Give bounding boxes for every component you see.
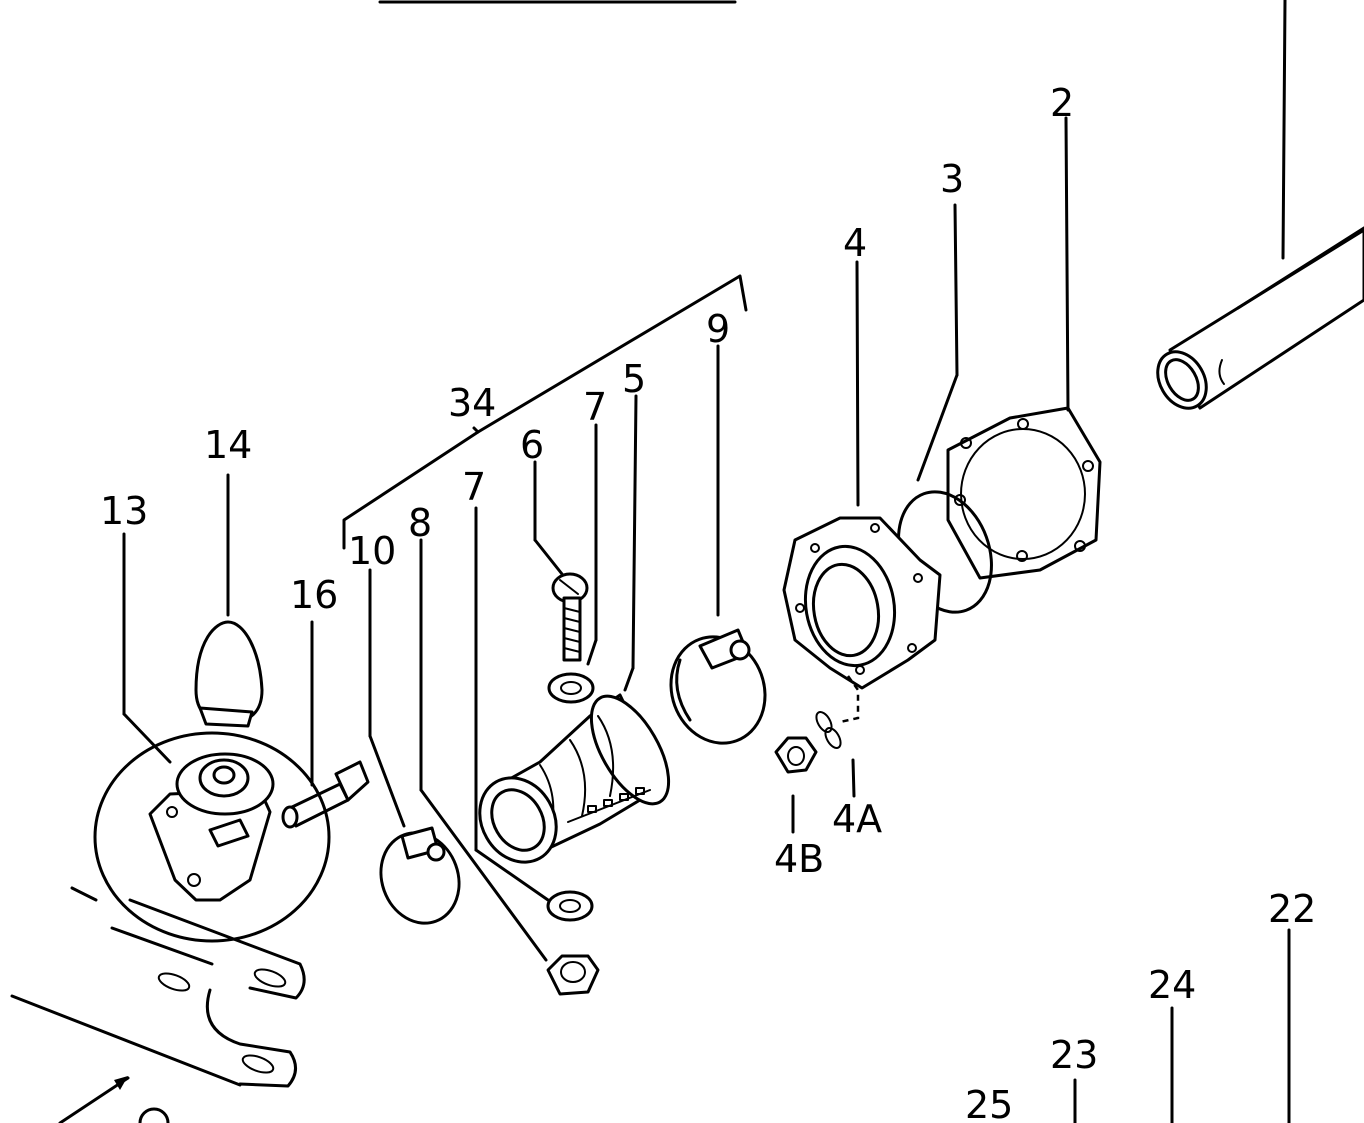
leader-4 — [855, 260, 860, 507]
hose-clamp-10-part — [368, 568, 461, 925]
label-6: 6 — [520, 423, 544, 467]
assembly-bracket-34 — [342, 274, 748, 550]
washer-7-lower-part — [474, 506, 594, 922]
flange-housing-part — [782, 260, 942, 724]
label-4: 4 — [843, 221, 867, 265]
label-8: 8 — [408, 501, 432, 545]
highlight-circle — [93, 731, 331, 943]
pipe-part — [1156, 0, 1364, 410]
label-13: 13 — [100, 489, 148, 533]
label-23: 23 — [1050, 1033, 1098, 1077]
bolt-part — [281, 620, 370, 829]
label-22: 22 — [1268, 887, 1316, 931]
mount-bracket-part — [93, 532, 331, 943]
hose-clamp-9-part — [669, 344, 767, 745]
screw-part — [533, 460, 589, 662]
label-3: 3 — [940, 157, 964, 201]
nut-8-part — [419, 538, 600, 996]
leader-2 — [1064, 116, 1070, 412]
label-2: 2 — [1050, 81, 1074, 125]
label-5: 5 — [622, 357, 646, 401]
label-25: 25 — [965, 1083, 1013, 1123]
rubber-boot-part — [478, 394, 671, 864]
label-34: 34 — [448, 381, 496, 425]
label-16: 16 — [290, 573, 338, 617]
boot-slots — [587, 787, 645, 813]
chassis-bracket-part — [10, 886, 306, 1123]
label-7-upper: 7 — [583, 385, 607, 429]
cap-part — [194, 473, 264, 728]
spring-washer-part — [815, 711, 856, 798]
label-9: 9 — [706, 307, 730, 351]
nut-4b-part — [774, 736, 818, 834]
label-4b: 4B — [774, 837, 824, 881]
label-10: 10 — [348, 529, 396, 573]
label-14: 14 — [204, 423, 252, 467]
label-7-lower: 7 — [462, 465, 486, 509]
washer-7-upper-part — [547, 423, 598, 704]
label-24: 24 — [1148, 963, 1196, 1007]
label-4a: 4A — [832, 797, 882, 841]
